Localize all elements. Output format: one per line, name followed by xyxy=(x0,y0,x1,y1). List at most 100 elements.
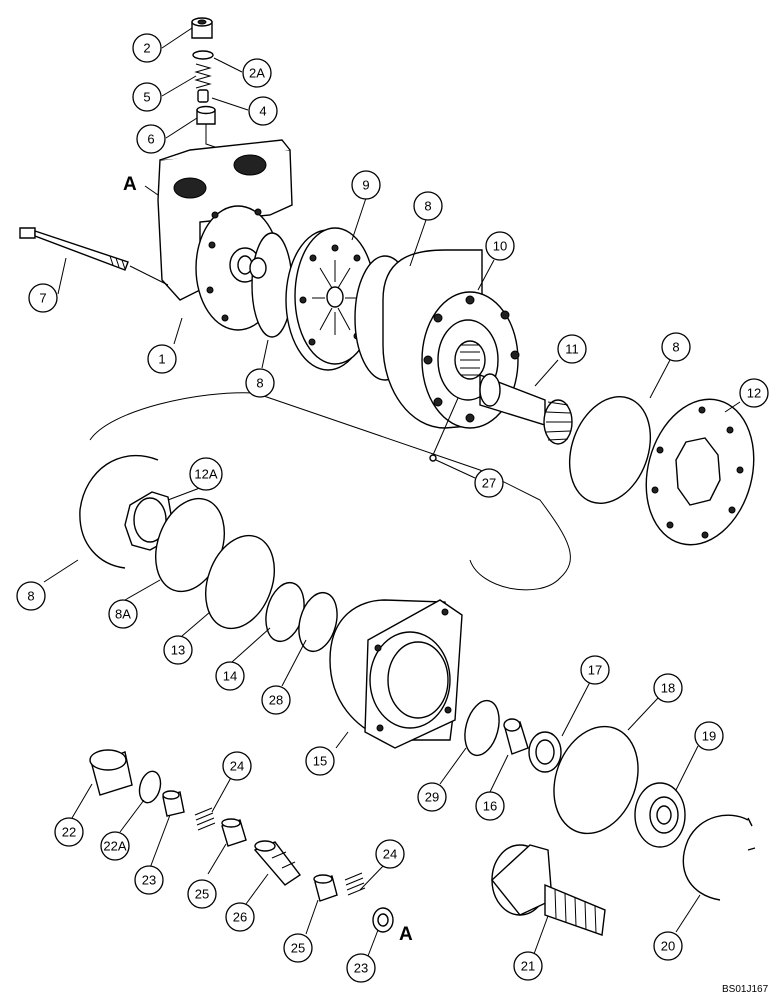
lower-seat-right xyxy=(372,907,394,933)
drawing-code: BS01J167 xyxy=(722,984,769,995)
svg-text:13: 13 xyxy=(171,643,185,658)
callout-12: 12 xyxy=(739,378,769,408)
mounting-flange xyxy=(329,599,463,749)
svg-text:12A: 12A xyxy=(194,467,217,482)
callout-1: 1 xyxy=(147,344,177,374)
reference-letter-bottom: A xyxy=(399,924,413,945)
svg-text:12: 12 xyxy=(747,386,761,401)
svg-text:2A: 2A xyxy=(249,66,265,81)
svg-text:19: 19 xyxy=(702,729,716,744)
svg-text:23: 23 xyxy=(142,873,156,888)
snap-ring xyxy=(682,814,756,901)
svg-text:18: 18 xyxy=(661,681,675,696)
svg-text:1: 1 xyxy=(158,352,165,367)
assembly-phantom-line xyxy=(89,392,571,591)
callout-25-left: 25 xyxy=(187,879,217,909)
svg-text:8: 8 xyxy=(672,340,679,355)
svg-text:21: 21 xyxy=(521,959,535,974)
callout-8-endcap: 8 xyxy=(661,332,691,362)
shaft-seal xyxy=(528,731,562,773)
svg-text:14: 14 xyxy=(223,669,237,684)
end-cap-o-ring xyxy=(568,396,652,504)
end-cap xyxy=(645,398,755,546)
svg-text:27: 27 xyxy=(482,476,496,491)
svg-text:25: 25 xyxy=(291,941,305,956)
gerotor-set xyxy=(382,249,520,429)
tie-bolt xyxy=(19,227,129,271)
valve-o-ring-small xyxy=(249,257,267,279)
svg-text:7: 7 xyxy=(39,291,46,306)
seal-ring-28 xyxy=(298,591,338,653)
drive-shaft xyxy=(479,373,573,445)
pin-pointer-line xyxy=(432,397,459,456)
lower-o-ring xyxy=(138,770,162,804)
callout-2a: 2A xyxy=(242,58,272,88)
callout-10: 10 xyxy=(485,231,515,261)
output-shaft xyxy=(491,844,606,936)
callout-17: 17 xyxy=(580,655,610,685)
svg-text:26: 26 xyxy=(233,910,247,925)
svg-text:22A: 22A xyxy=(103,839,126,854)
relief-seat xyxy=(196,105,216,125)
callout-7: 7 xyxy=(28,283,58,313)
svg-text:23: 23 xyxy=(354,961,368,976)
callout-26: 26 xyxy=(225,902,255,932)
bushing xyxy=(503,718,529,755)
callout-15: 15 xyxy=(305,746,335,776)
lower-plug xyxy=(89,749,133,796)
svg-text:25: 25 xyxy=(195,887,209,902)
plug-part xyxy=(191,17,213,39)
relief-spring xyxy=(194,63,212,89)
callout-12a: 12A xyxy=(189,457,223,491)
plug-o-ring xyxy=(192,50,214,60)
large-o-ring xyxy=(553,725,639,835)
spool-shaft xyxy=(253,840,302,886)
callout-22a: 22A xyxy=(100,831,130,861)
callout-21: 21 xyxy=(513,951,543,981)
callout-8a: 8A xyxy=(108,599,138,629)
callout-4: 4 xyxy=(248,96,278,126)
svg-text:16: 16 xyxy=(483,799,497,814)
seal-ring-29 xyxy=(464,699,500,757)
svg-text:5: 5 xyxy=(143,90,150,105)
callout-18: 18 xyxy=(653,673,683,703)
callout-5: 5 xyxy=(132,82,162,112)
pin-leader-line xyxy=(435,459,476,479)
callout-24-lower: 24 xyxy=(375,839,405,869)
lower-spring-right xyxy=(344,872,366,896)
reference-letter-top: A xyxy=(123,174,137,195)
svg-text:2: 2 xyxy=(143,41,150,56)
svg-text:10: 10 xyxy=(493,239,507,254)
callout-19: 19 xyxy=(694,721,724,751)
callout-2: 2 xyxy=(132,33,162,63)
retaining-ring-left xyxy=(79,455,159,569)
callout-8-left: 8 xyxy=(16,581,46,611)
svg-text:22: 22 xyxy=(62,825,76,840)
lower-sleeve-left xyxy=(221,818,247,847)
callout-16: 16 xyxy=(475,791,505,821)
callout-24-upper: 24 xyxy=(222,751,252,781)
svg-text:17: 17 xyxy=(588,663,602,678)
callout-11: 11 xyxy=(557,334,587,364)
bolt-leader-line xyxy=(129,265,169,286)
svg-text:24: 24 xyxy=(383,847,397,862)
bearing xyxy=(634,782,686,848)
callout-23-right: 23 xyxy=(346,953,376,983)
callout-20: 20 xyxy=(653,931,683,961)
lower-spring-left xyxy=(194,807,216,831)
svg-text:8: 8 xyxy=(256,376,263,391)
callout-9: 9 xyxy=(351,170,381,200)
lower-sleeve-right xyxy=(313,874,338,902)
callout-8-valve: 8 xyxy=(413,191,443,221)
callout-13: 13 xyxy=(163,635,193,665)
svg-text:6: 6 xyxy=(147,132,154,147)
callout-22: 22 xyxy=(54,817,84,847)
pin-part xyxy=(429,454,437,462)
svg-text:8: 8 xyxy=(27,589,34,604)
svg-text:24: 24 xyxy=(230,759,244,774)
callout-23-left: 23 xyxy=(134,865,164,895)
callout-14: 14 xyxy=(215,661,245,691)
callout-8-housing: 8 xyxy=(245,368,275,398)
svg-text:9: 9 xyxy=(362,178,369,193)
